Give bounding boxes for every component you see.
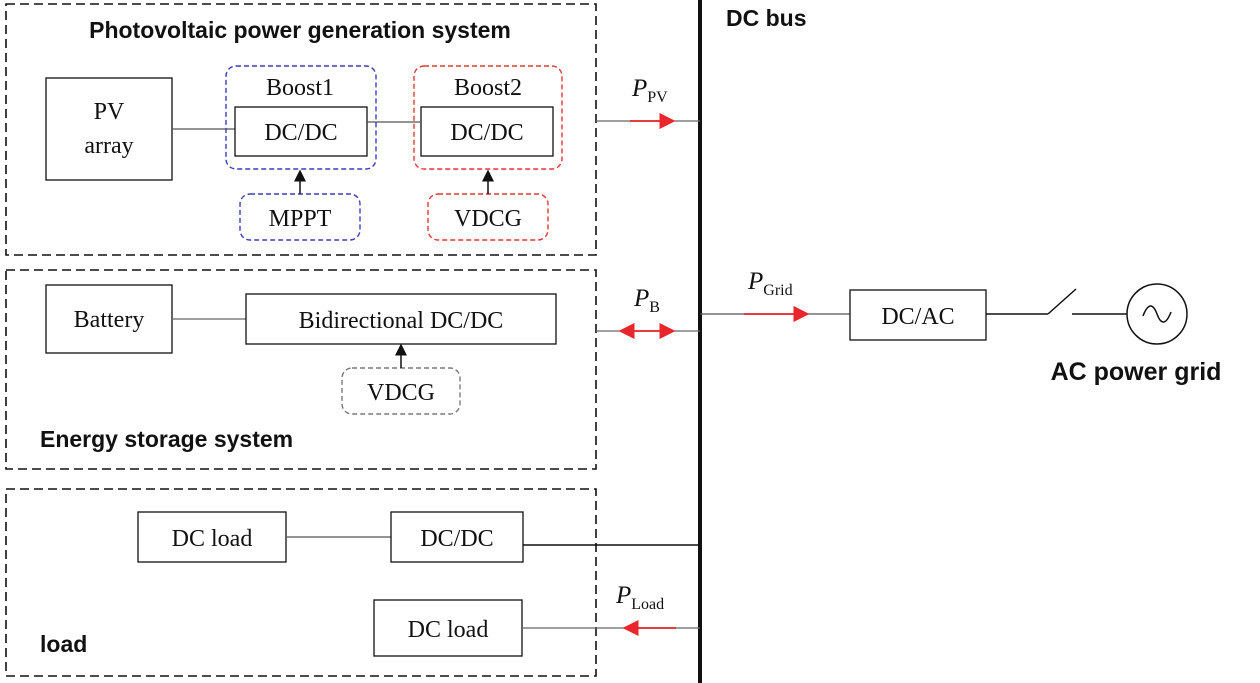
- inverter-box: [849, 289, 987, 341]
- boost1-converter-box: [234, 106, 368, 157]
- boost1-title: Boost1: [266, 75, 334, 101]
- storage-system-title: Energy storage system: [40, 426, 293, 452]
- dc-bus-label: DC bus: [726, 5, 807, 31]
- pv-system-frame: [5, 3, 597, 256]
- dc-load-2-label: DC load: [408, 617, 489, 643]
- grid-flow-label: PGrid: [747, 268, 793, 299]
- load-flow-label: PLoad: [615, 582, 664, 613]
- inverter-label: DC/AC: [881, 304, 954, 330]
- ac-grid-label: AC power grid: [1051, 358, 1222, 386]
- boost1-converter-label: DC/DC: [264, 120, 337, 146]
- battery-flow-label: PB: [633, 285, 660, 316]
- vdcg-pv-label: VDCG: [454, 206, 522, 232]
- dc-load-2-box: [373, 599, 523, 657]
- bidirectional-converter-label: Bidirectional DC/DC: [299, 308, 504, 334]
- pv-system-title: Photovoltaic power generation system: [89, 17, 511, 43]
- boost2-converter-box: [420, 106, 554, 157]
- load-title: load: [40, 631, 87, 657]
- vdcg-storage-label: VDCG: [367, 380, 435, 406]
- storage-system-frame: [5, 269, 597, 470]
- boost2-title: Boost2: [454, 75, 522, 101]
- boost1-group: [225, 65, 377, 170]
- pv-array-label-line1: PV: [94, 99, 125, 125]
- pv-flow-label: PPV: [631, 75, 668, 106]
- battery-box: [45, 284, 173, 354]
- pv-array-box: [45, 77, 173, 181]
- battery-label: Battery: [74, 307, 145, 333]
- boost2-converter-label: DC/DC: [450, 120, 523, 146]
- sine-wave-icon: [1142, 305, 1172, 323]
- mppt-label: MPPT: [269, 206, 332, 232]
- dc-load-1-label: DC load: [172, 526, 253, 552]
- load-converter-box: [390, 511, 524, 563]
- grid-switch: [1047, 288, 1077, 315]
- bidirectional-converter-box: [245, 293, 557, 345]
- load-frame: [5, 488, 597, 677]
- boost2-group: [413, 65, 563, 170]
- pv-array-label-line2: array: [84, 133, 133, 159]
- load-converter-label: DC/DC: [420, 526, 493, 552]
